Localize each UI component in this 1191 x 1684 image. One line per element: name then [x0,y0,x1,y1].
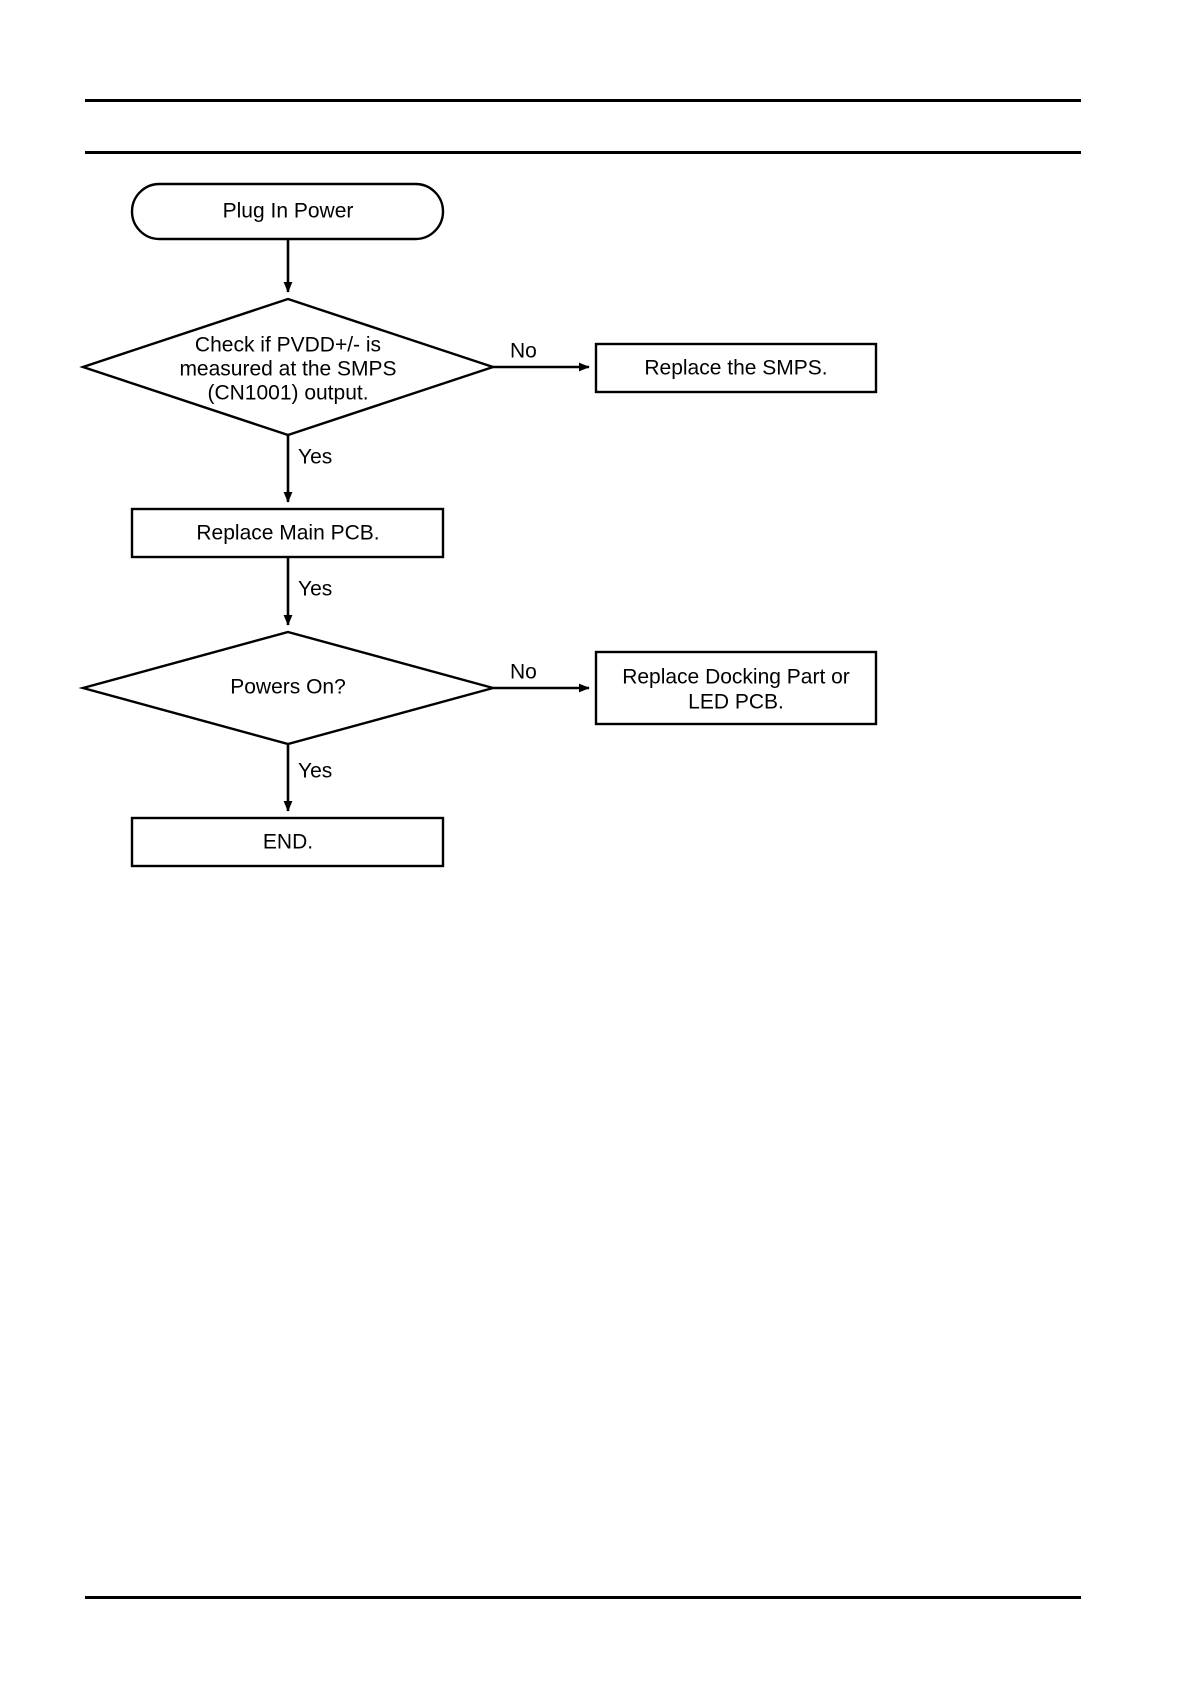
node-replace-smps-process[interactable]: Replace the SMPS. [594,342,878,394]
replace-smps-label: Replace the SMPS. [644,357,827,380]
check-pvdd-line-1: Check if PVDD+/- is [195,334,381,357]
node-end-process[interactable]: END. [130,816,445,868]
edge-main-pcb-to-powers-on: Yes [283,557,332,626]
edge-check-to-smps: No [493,340,590,372]
end-label: END. [263,831,313,854]
node-powers-on-decision[interactable]: Powers On? [78,630,498,746]
replace-smps-shape [594,342,878,394]
check-pvdd-line-2: measured at the SMPS [179,358,396,381]
node-replace-docking-process[interactable]: Replace Docking Part or LED PCB. [594,650,878,726]
footer-rule [85,1596,1081,1599]
check-pvdd-line-3: (CN1001) output. [207,382,368,405]
powers-on-label: Powers On? [230,676,346,699]
replace-docking-line-2: LED PCB. [688,691,784,714]
edge-check-to-main-pcb: Yes [283,435,332,503]
edge-powers-on-to-docking: No [493,661,590,693]
edge-powers-on-to-end: Yes [283,744,332,812]
edge-label-yes-3: Yes [298,760,332,783]
end-shape [130,816,445,868]
edge-label-no-1: No [510,340,537,363]
replace-docking-line-1: Replace Docking Part or [622,666,850,689]
node-check-pvdd-decision[interactable]: Check if PVDD+/- is measured at the SMPS… [79,297,497,437]
edge-label-yes-1: Yes [298,446,332,469]
header-rule-top [85,99,1081,102]
edge-label-yes-2: Yes [298,578,332,601]
node-replace-main-pcb-process[interactable]: Replace Main PCB. [130,507,445,559]
start-terminator-label: Plug In Power [223,200,354,223]
replace-docking-shape [594,650,878,726]
replace-main-pcb-label: Replace Main PCB. [196,522,379,545]
edge-label-no-2: No [510,661,537,684]
node-start-terminator[interactable]: Plug In Power [130,182,445,241]
header-rule-second [85,151,1081,154]
